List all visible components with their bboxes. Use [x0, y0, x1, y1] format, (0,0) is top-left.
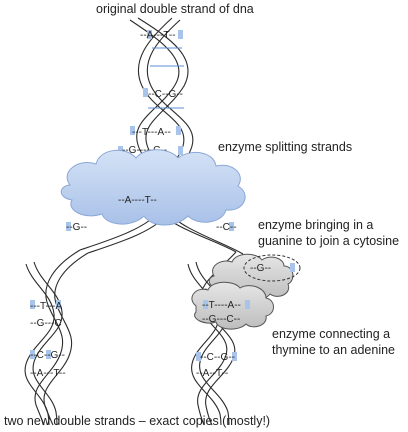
bottom-caption: two new double strands – exact copies (m… [4, 414, 271, 428]
base-pair-top-3: ---T---A-- [132, 127, 171, 138]
base-pair-left-3: --C--G-- [30, 350, 65, 361]
thymine-enzyme-cloud [191, 281, 274, 330]
base-pair-top-2: --C--G-- [148, 89, 183, 100]
incoming-guanine-marker [290, 263, 295, 272]
base-pair-left-2: --G---C [30, 318, 62, 329]
enzyme-guanine-label-line2: guanine to join a cytosine [258, 234, 400, 248]
right-base-markers [196, 222, 237, 361]
base-pair-split-c: --C-- [216, 222, 237, 233]
base-pair-top-4: --G-----C-- [122, 145, 167, 156]
base-pair-right-g: --G-- [250, 263, 271, 274]
enzyme-splitting-label: enzyme splitting strands [218, 140, 353, 154]
top-rungs [148, 47, 184, 109]
right-marker-a [245, 300, 250, 309]
left-daughter-helix [24, 249, 89, 426]
right-marker-t [203, 300, 208, 309]
incoming-guanine-outline [243, 254, 301, 282]
base-pair-left-4: --A---T-- [30, 368, 66, 379]
top-title: original double strand of dna [96, 2, 254, 16]
base-pair-left-1: ---T---A [30, 301, 63, 312]
base-pair-split-1: --A----T-- [118, 195, 157, 206]
base-pair-right-2: --G---C-- [202, 314, 240, 325]
enzyme-thymine-label-line2: thymine to an adenine [272, 343, 396, 357]
base-pair-split-g: --G-- [66, 222, 87, 233]
base-pair-right-3: --C--G-- [200, 352, 235, 363]
enzyme-guanine-label-line1: enzyme bringing in a [258, 218, 374, 232]
splitting-enzyme-cloud [60, 149, 246, 226]
base-pair-right-1: --T----A-- [202, 300, 241, 311]
enzyme-thymine-label-line1: enzyme connecting a [272, 327, 391, 341]
base-pair-top-1: --A---T-- [140, 30, 176, 41]
left-base-markers [30, 222, 71, 359]
base-pair-right-4: --A--T-- [196, 368, 228, 379]
